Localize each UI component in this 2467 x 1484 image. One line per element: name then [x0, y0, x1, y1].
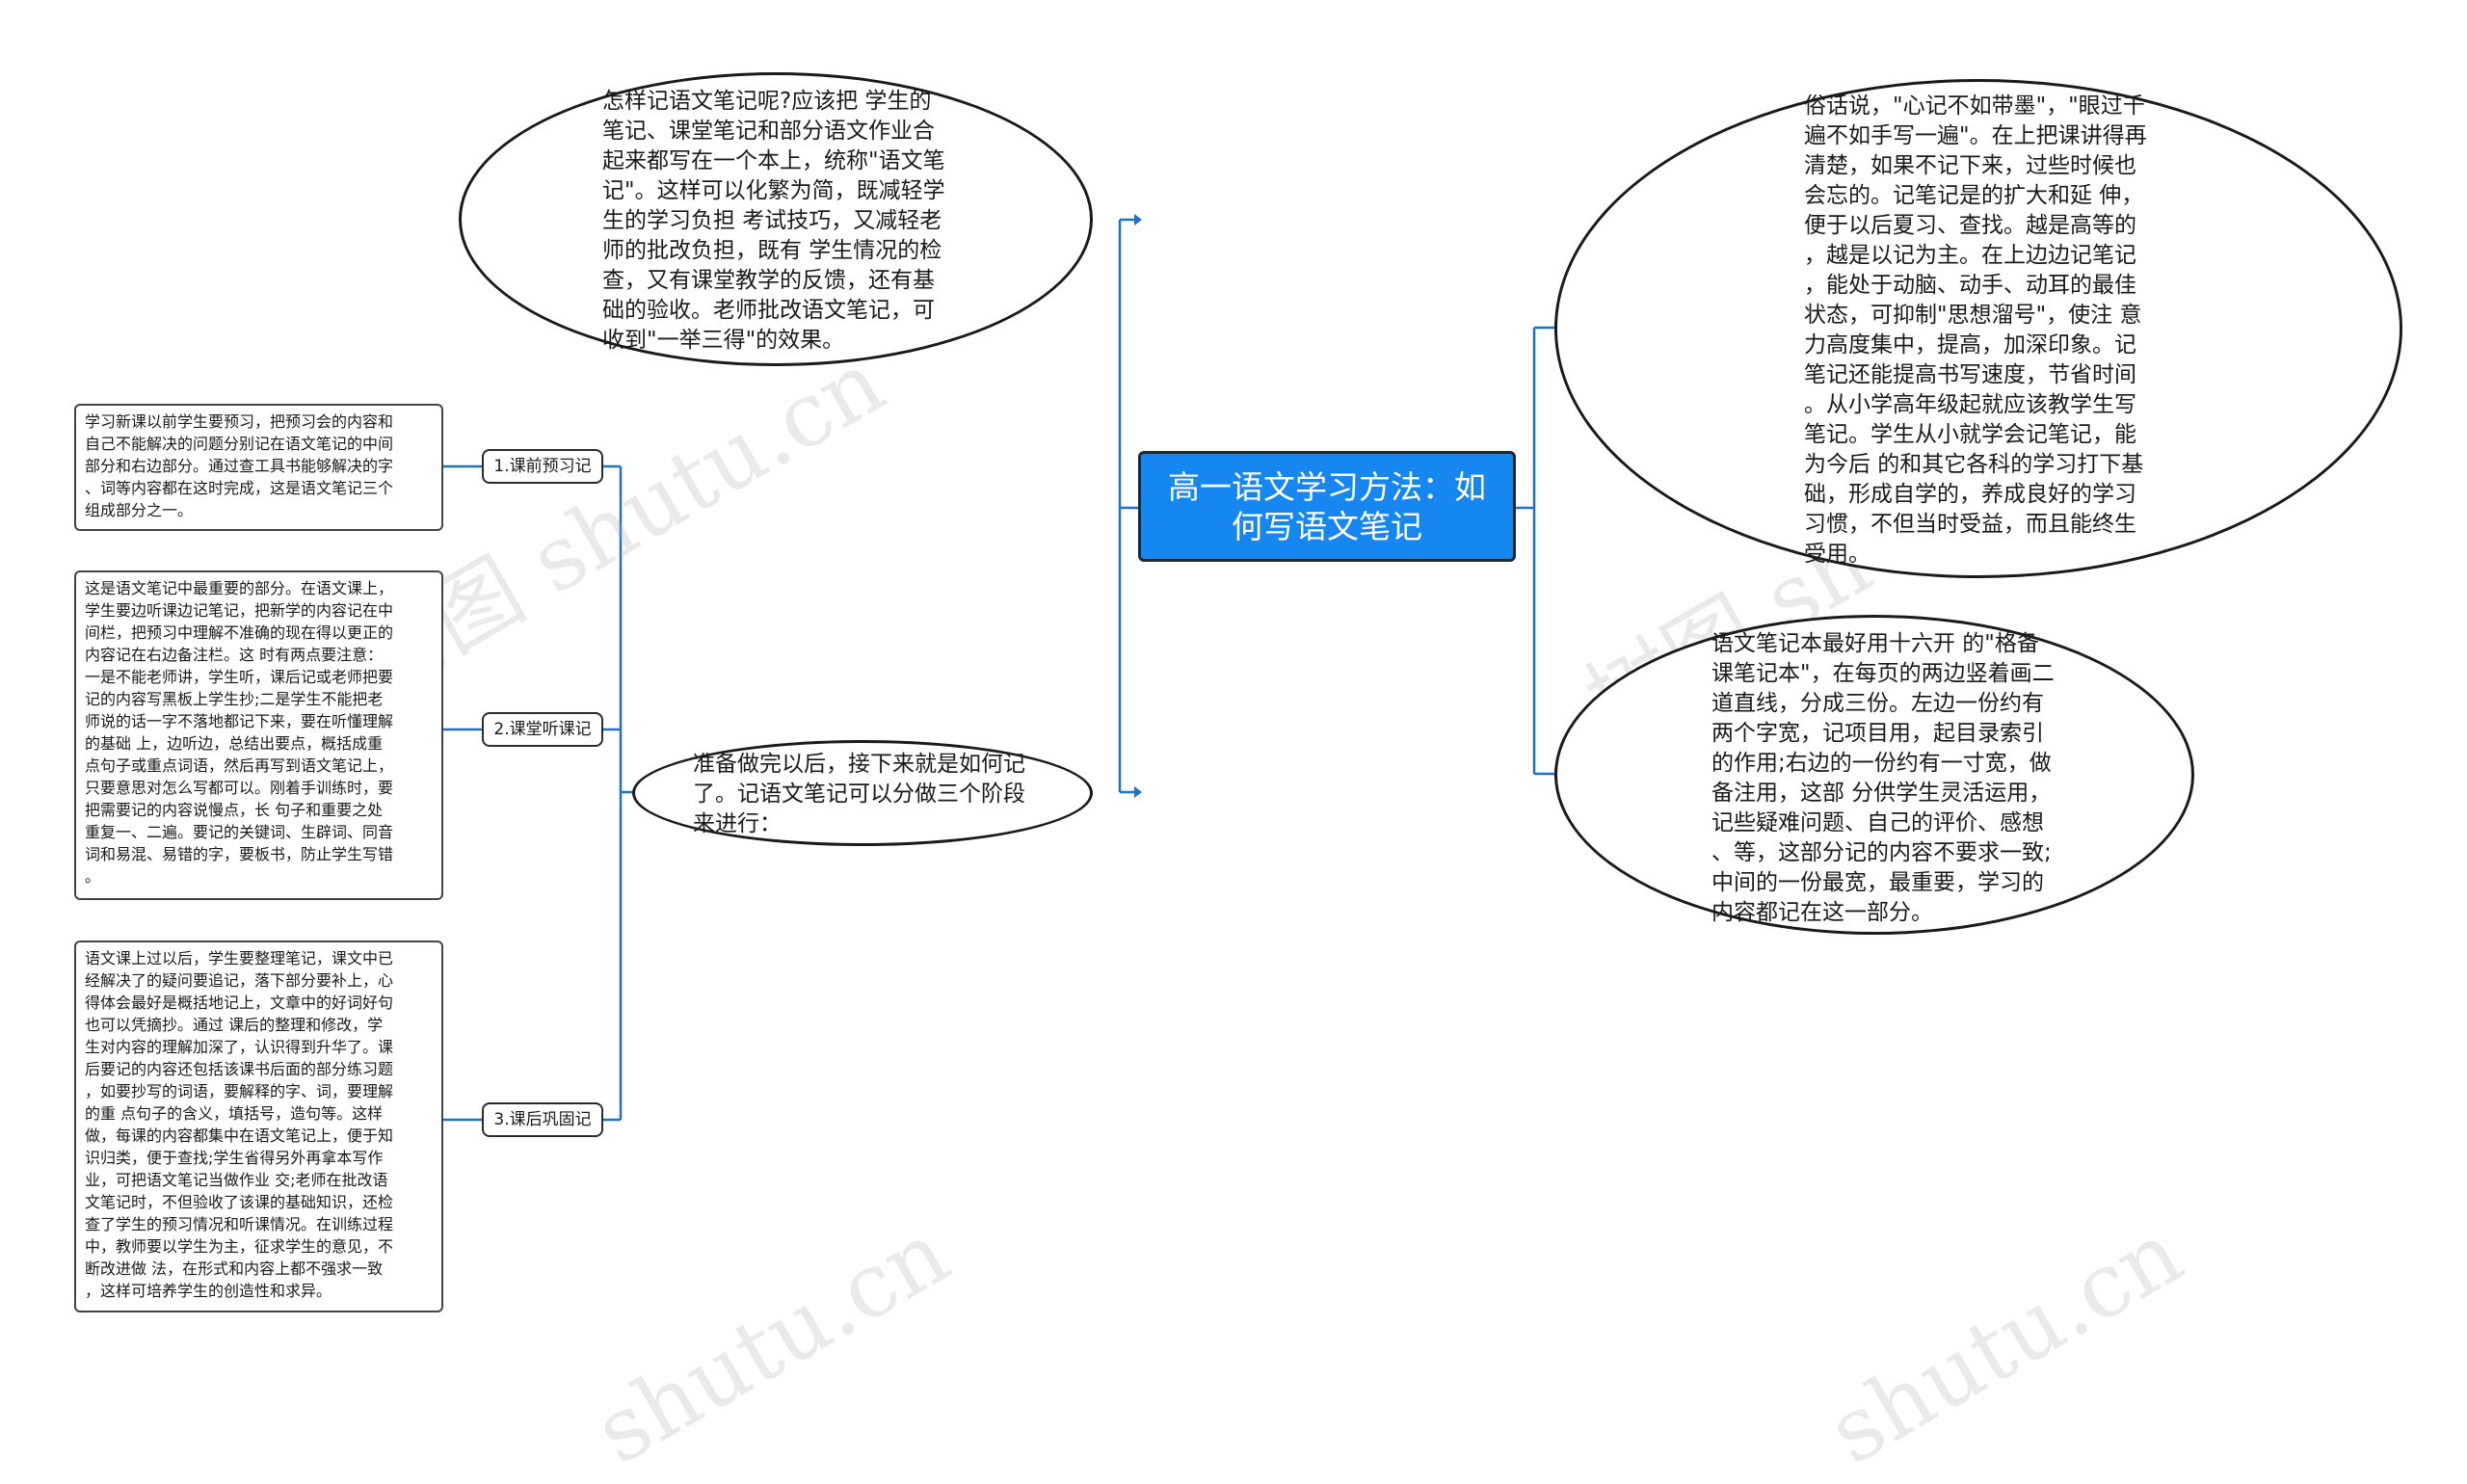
- connector-root-right: [1516, 326, 1554, 776]
- stage-label-review[interactable]: 3.课后巩固记: [482, 1102, 603, 1137]
- right-bottom-text: 语文笔记本最好用十六开 的"格备 课笔记本"，在每页的两边竖着画二 道直线，分成…: [1711, 631, 2055, 925]
- leaf-class-note[interactable]: 这是语文笔记中最重要的部分。在语文课上， 学生要边听课边记笔记，把新学的内容记在…: [74, 570, 443, 900]
- leaf-review-note[interactable]: 语文课上过以后，学生要整理笔记，课文中已 经解决了的疑问要追记，落下部分要补上，…: [74, 941, 443, 1312]
- connector-stages: [603, 464, 632, 1122]
- root-title: 高一语文学习方法：如何写语文笔记: [1168, 467, 1486, 545]
- stages-ellipse[interactable]: 准备做完以后，接下来就是如何记 了。记语文笔记可以分做三个阶段 来进行：: [632, 740, 1093, 846]
- right-bottom-ellipse[interactable]: 语文笔记本最好用十六开 的"格备 课笔记本"，在每页的两边竖着画二 道直线，分成…: [1554, 615, 2194, 935]
- stage-label-class[interactable]: 2.课堂听课记: [482, 712, 603, 747]
- stage-label-text: 2.课堂听课记: [493, 720, 592, 739]
- right-top-ellipse[interactable]: 俗话说，"心记不如带墨"，"眼过千 遍不如手写一遍"。在上把课讲得再 清楚，如果…: [1554, 79, 2402, 578]
- right-top-text: 俗话说，"心记不如带墨"，"眼过千 遍不如手写一遍"。在上把课讲得再 清楚，如果…: [1804, 93, 2147, 567]
- connector-leaves: [443, 464, 482, 1122]
- left-top-text: 怎样记语文笔记呢?应该把 学生的 笔记、课堂笔记和部分语文作业合 起来都写在一个…: [602, 89, 945, 353]
- stage-label-text: 1.课前预习记: [493, 457, 592, 476]
- stage-label-preview[interactable]: 1.课前预习记: [482, 449, 603, 484]
- stages-text: 准备做完以后，接下来就是如何记 了。记语文笔记可以分做三个阶段 来进行：: [693, 752, 1025, 836]
- root-topic[interactable]: 高一语文学习方法：如何写语文笔记: [1138, 451, 1516, 562]
- connector-root-left: [1118, 218, 1138, 794]
- stage-label-text: 3.课后巩固记: [493, 1110, 592, 1129]
- leaf-preview-note[interactable]: 学习新课以前学生要预习，把预习会的内容和 自己不能解决的问题分别记在语文笔记的中…: [74, 404, 443, 531]
- left-top-ellipse[interactable]: 怎样记语文笔记呢?应该把 学生的 笔记、课堂笔记和部分语文作业合 起来都写在一个…: [459, 72, 1093, 366]
